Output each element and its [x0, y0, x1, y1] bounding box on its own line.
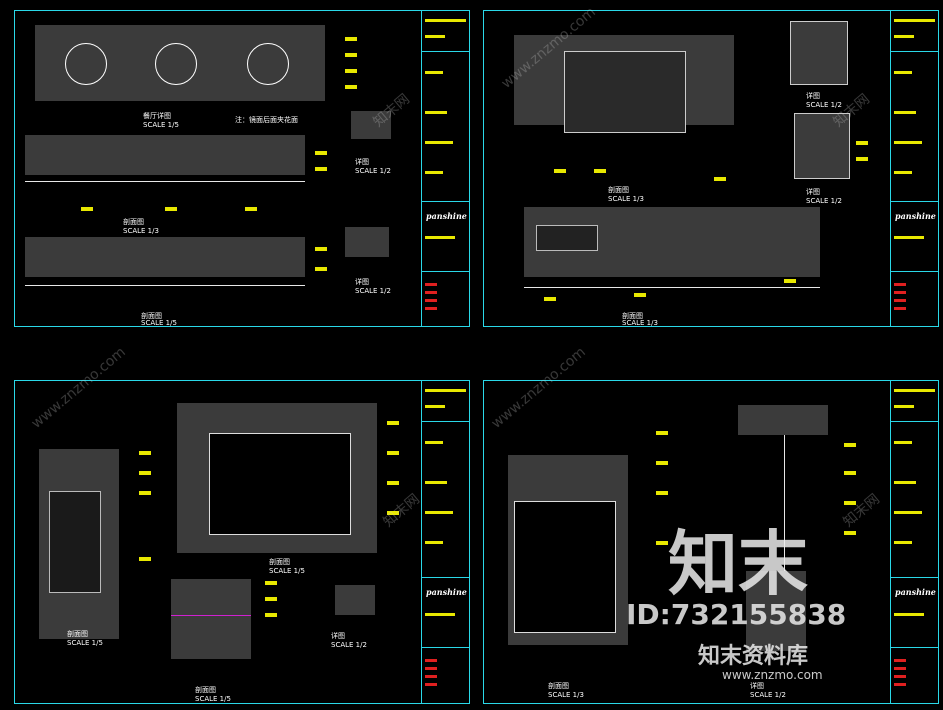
floor-detail [171, 579, 251, 659]
watermark-name: 知末资料库 [698, 644, 809, 669]
drawing-scale: SCALE 1/3 [548, 691, 584, 699]
rosette-2 [155, 43, 197, 85]
drawing-title: 详图 [355, 278, 369, 286]
drawing-scale: SCALE 1/3 [622, 319, 658, 327]
drawing-title: 剖面图 [269, 558, 290, 566]
drawing-title: 剖面图 [195, 686, 216, 694]
drawing-scale: SCALE 1/5 [67, 639, 103, 647]
drawing-scale: SCALE 1/2 [355, 287, 391, 295]
drawing-sheet-2: panshine 剖面图 SCALE 1/3 剖面图 SCALE 1/3 详图 … [483, 10, 939, 327]
drawing-sheet-3: panshine 剖面图 SCALE 1/5 剖面图 SCALE 1/5 剖面图… [14, 380, 470, 704]
drawing-scale: SCALE 1/2 [806, 101, 842, 109]
drawing-scale: SCALE 1/2 [806, 197, 842, 205]
panshine-logo: panshine [895, 587, 936, 597]
drawing-title: 详图 [355, 158, 369, 166]
title-block: panshine [890, 381, 938, 703]
drawing-title: 详图 [750, 682, 764, 690]
drawing-scale: SCALE 1/3 [608, 195, 644, 203]
wall-detail [738, 405, 828, 435]
watermark-id: ID:732155838 [626, 598, 847, 631]
title-block: panshine [421, 11, 469, 326]
drawing-title: 剖面图 [608, 186, 629, 194]
drawing-title: 剖面图 [141, 312, 162, 320]
drawing-title: 餐厅详图 [143, 112, 171, 120]
drawing-title: 剖面图 [548, 682, 569, 690]
rosette-1 [65, 43, 107, 85]
drawing-scale: SCALE 1/5 [143, 121, 179, 129]
drawing-title: 详图 [806, 92, 820, 100]
drawing-scale: SCALE 1/5 [269, 567, 305, 575]
drawing-scale: SCALE 1/5 [195, 695, 231, 703]
title-block: panshine [421, 381, 469, 703]
section-band-1 [25, 135, 305, 175]
drawing-title: 详图 [331, 632, 345, 640]
panshine-logo: panshine [895, 211, 936, 221]
drawing-sheet-4: panshine 剖面图 SCALE 1/3 详图 SCALE 1/2 [483, 380, 939, 704]
drawing-title: 剖面图 [622, 312, 643, 320]
drawing-scale: SCALE 1/2 [331, 641, 367, 649]
section-band-2 [25, 237, 305, 277]
drawing-scale: SCALE 1/3 [123, 227, 159, 235]
drawing-scale: SCALE 1/5 [141, 319, 177, 327]
drawing-scale: SCALE 1/2 [355, 167, 391, 175]
drawing-sheet-1: panshine 餐厅详图 SCALE 1/5 注：镜面后面夹花面 剖面图 SC… [14, 10, 470, 327]
panshine-logo: panshine [426, 587, 467, 597]
panshine-logo: panshine [426, 211, 467, 221]
drawing-title: 剖面图 [123, 218, 144, 226]
drawing-title: 剖面图 [67, 630, 88, 638]
title-block: panshine [890, 11, 938, 326]
drawing-note: 注：镜面后面夹花面 [235, 116, 298, 124]
drawing-title: 详图 [806, 188, 820, 196]
drawing-scale: SCALE 1/2 [750, 691, 786, 699]
watermark-brand: 知末 [668, 523, 808, 605]
watermark-url: www.znzmo.com [722, 668, 823, 682]
rosette-3 [247, 43, 289, 85]
